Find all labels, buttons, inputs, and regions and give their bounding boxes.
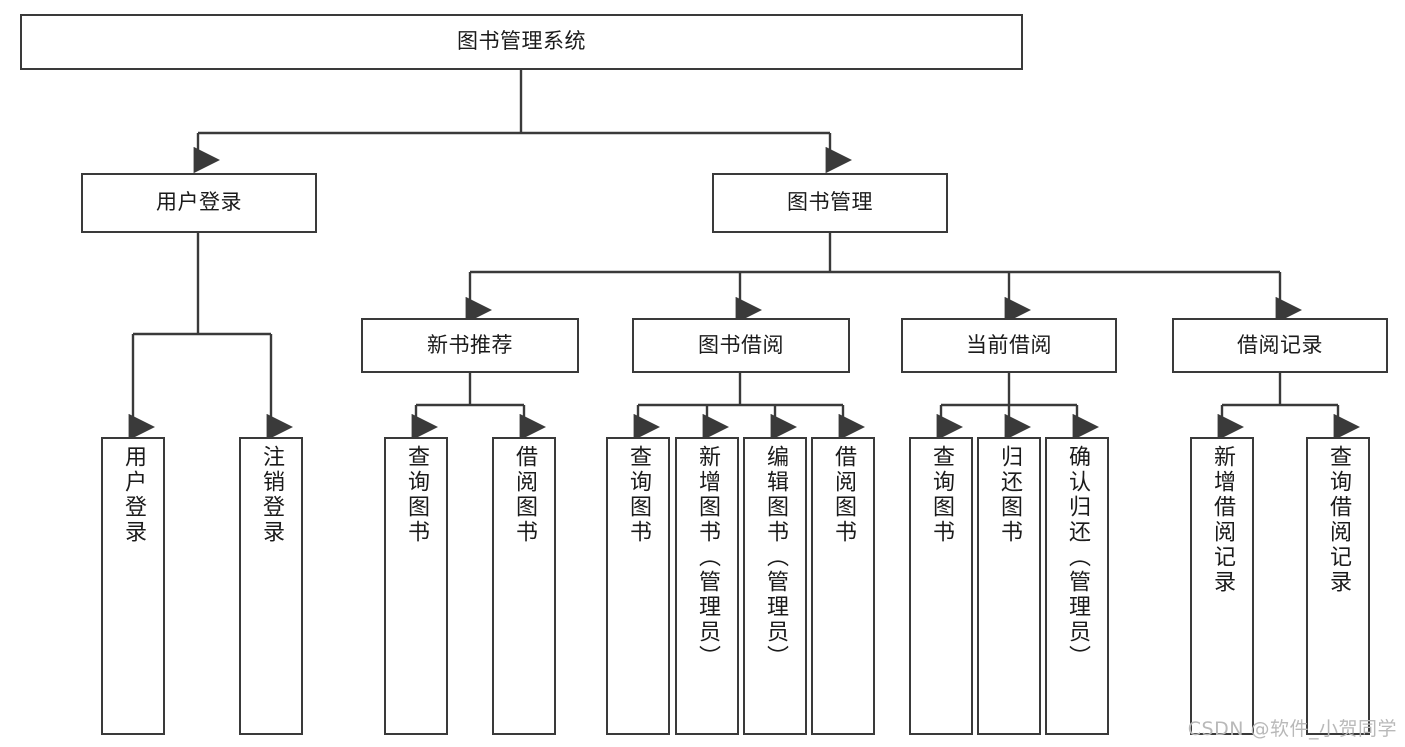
node-book-borrow[interactable]: 图书借阅 — [632, 318, 850, 373]
node-leaf-borrow-book-1-label: 借阅图书 — [512, 445, 537, 545]
node-leaf-add-record-label: 新增借阅记录 — [1210, 445, 1235, 595]
node-leaf-query-book-1-label: 查询图书 — [404, 445, 429, 545]
node-leaf-query-book-3-label: 查询图书 — [929, 445, 954, 545]
node-leaf-add-book-label: 新增图书（管理员） — [695, 445, 720, 670]
node-new-book-recommend[interactable]: 新书推荐 — [361, 318, 579, 373]
node-root[interactable]: 图书管理系统 — [20, 14, 1023, 70]
node-current-borrow-label: 当前借阅 — [966, 332, 1052, 357]
node-book-borrow-label: 图书借阅 — [698, 332, 784, 357]
node-leaf-return-book[interactable]: 归还图书 — [977, 437, 1041, 735]
node-leaf-logout-login-label: 注销登录 — [259, 445, 284, 545]
node-leaf-confirm-return-label: 确认归还（管理员） — [1065, 445, 1090, 670]
node-leaf-user-login[interactable]: 用户登录 — [101, 437, 165, 735]
node-leaf-borrow-book-2-label: 借阅图书 — [831, 445, 856, 545]
node-book-manage[interactable]: 图书管理 — [712, 173, 948, 233]
node-leaf-query-record[interactable]: 查询借阅记录 — [1306, 437, 1370, 735]
node-borrow-record[interactable]: 借阅记录 — [1172, 318, 1388, 373]
node-leaf-query-book-2[interactable]: 查询图书 — [606, 437, 670, 735]
node-leaf-query-book-2-label: 查询图书 — [626, 445, 651, 545]
node-leaf-logout-login[interactable]: 注销登录 — [239, 437, 303, 735]
node-new-book-recommend-label: 新书推荐 — [427, 332, 513, 357]
node-leaf-query-record-label: 查询借阅记录 — [1326, 445, 1351, 595]
node-leaf-add-book[interactable]: 新增图书（管理员） — [675, 437, 739, 735]
node-user-login-label: 用户登录 — [156, 190, 242, 215]
node-leaf-query-book-1[interactable]: 查询图书 — [384, 437, 448, 735]
node-user-login[interactable]: 用户登录 — [81, 173, 317, 233]
node-leaf-user-login-label: 用户登录 — [121, 445, 146, 545]
node-leaf-query-book-3[interactable]: 查询图书 — [909, 437, 973, 735]
node-leaf-return-book-label: 归还图书 — [997, 445, 1022, 545]
node-root-label: 图书管理系统 — [457, 29, 586, 54]
node-leaf-add-record[interactable]: 新增借阅记录 — [1190, 437, 1254, 735]
node-leaf-confirm-return[interactable]: 确认归还（管理员） — [1045, 437, 1109, 735]
node-leaf-borrow-book-2[interactable]: 借阅图书 — [811, 437, 875, 735]
node-leaf-borrow-book-1[interactable]: 借阅图书 — [492, 437, 556, 735]
node-leaf-edit-book-label: 编辑图书（管理员） — [763, 445, 788, 670]
node-book-manage-label: 图书管理 — [787, 190, 873, 215]
node-borrow-record-label: 借阅记录 — [1237, 332, 1323, 357]
node-leaf-edit-book[interactable]: 编辑图书（管理员） — [743, 437, 807, 735]
node-current-borrow[interactable]: 当前借阅 — [901, 318, 1117, 373]
